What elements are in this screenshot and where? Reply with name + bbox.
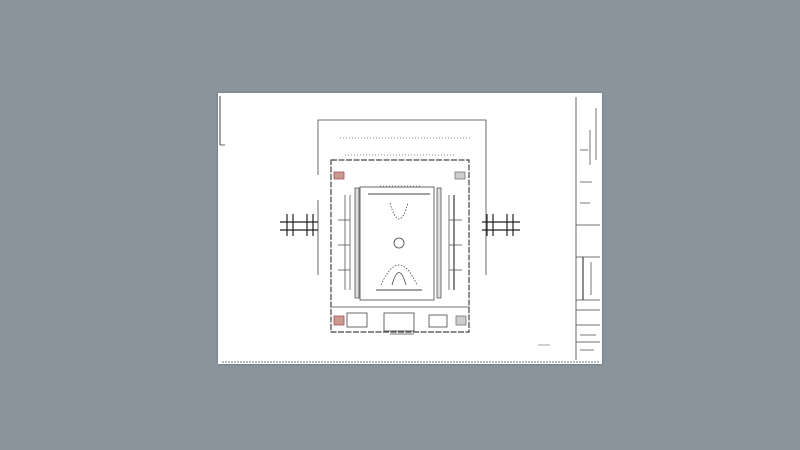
bleacher-left xyxy=(354,187,360,299)
stair-top-right xyxy=(454,171,466,180)
annotations xyxy=(340,137,470,187)
title-block xyxy=(538,97,600,360)
entrance-left xyxy=(280,214,318,236)
side-rooms xyxy=(338,195,462,290)
stair-bottom-right xyxy=(455,315,467,326)
entrance-right xyxy=(482,214,520,236)
stair-bottom-left xyxy=(333,315,345,326)
court xyxy=(354,186,442,301)
bleacher-right xyxy=(436,187,442,299)
bottom-rooms xyxy=(331,306,469,335)
site-boundary xyxy=(317,119,487,275)
building-wall xyxy=(330,159,470,333)
stair-top-left xyxy=(333,171,345,180)
